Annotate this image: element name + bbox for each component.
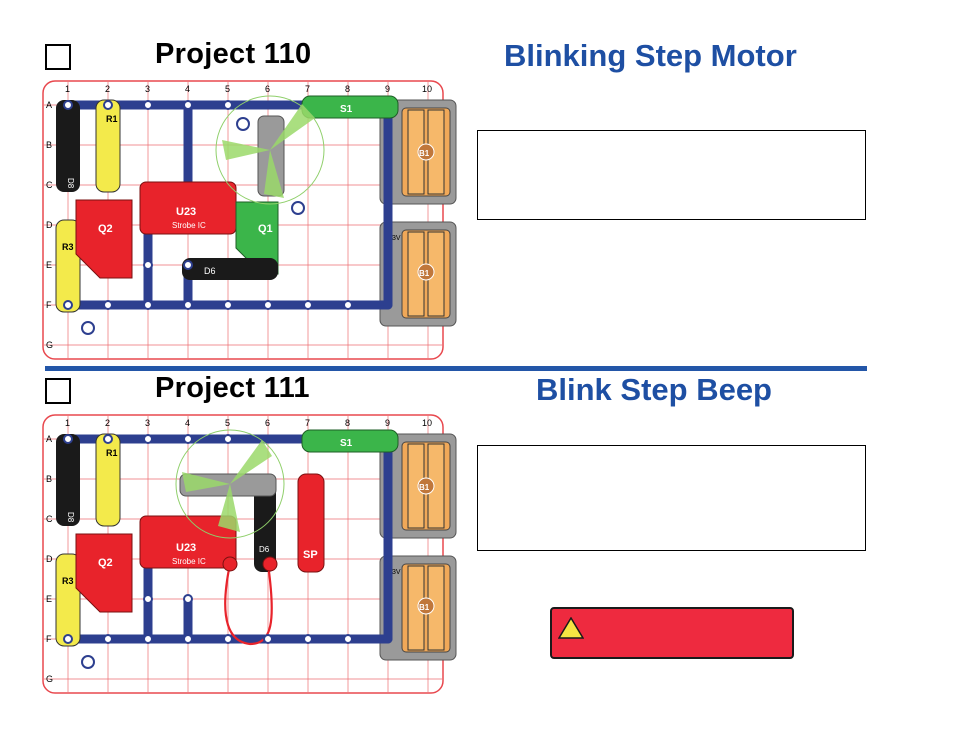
col-label: 2 <box>105 84 110 94</box>
svg-text:U23: U23 <box>176 206 196 218</box>
row-label: F <box>46 300 52 310</box>
project-111-name: Blink Step Beep <box>536 372 772 407</box>
row-label: B <box>46 140 52 150</box>
svg-text:Strobe IC: Strobe IC <box>172 557 206 566</box>
svg-text:3V: 3V <box>392 235 401 242</box>
col-label: 4 <box>185 418 190 428</box>
col-label: 10 <box>422 418 432 428</box>
col-label: 8 <box>345 84 350 94</box>
led-d6 <box>254 474 276 572</box>
svg-text:B1: B1 <box>419 483 430 492</box>
svg-text:B1: B1 <box>419 603 430 612</box>
project-110-title: Project 110 <box>155 38 312 70</box>
battery-top: B1 <box>379 99 457 205</box>
row-label: A <box>46 100 52 110</box>
svg-text:R1: R1 <box>106 114 118 124</box>
svg-text:SP: SP <box>303 549 318 561</box>
led-d8 <box>56 434 80 526</box>
col-label: 1 <box>65 418 70 428</box>
svg-text:D6: D6 <box>204 266 216 276</box>
svg-text:3V: 3V <box>392 569 401 576</box>
svg-text:Q1: Q1 <box>258 223 273 235</box>
section-divider <box>45 366 867 371</box>
col-label: 9 <box>385 418 390 428</box>
row-label: C <box>46 514 53 524</box>
project-111-checkbox[interactable] <box>45 378 71 404</box>
svg-text:U23: U23 <box>176 542 196 554</box>
col-label: 6 <box>265 84 270 94</box>
led-d8 <box>56 100 80 192</box>
resistor-r3 <box>55 219 81 313</box>
strobe-ic-u23 <box>139 515 237 569</box>
col-label: 2 <box>105 418 110 428</box>
row-label: B <box>46 474 52 484</box>
col-label: 9 <box>385 84 390 94</box>
col-label: 8 <box>345 418 350 428</box>
resistor-r3 <box>55 553 81 647</box>
row-label: D <box>46 220 53 230</box>
led-d6 <box>182 258 278 280</box>
col-label: 5 <box>225 84 230 94</box>
col-label: 4 <box>185 84 190 94</box>
project-110-checkbox[interactable] <box>45 44 71 70</box>
svg-text:S1: S1 <box>340 104 353 115</box>
battery-bottom: B1 3V <box>379 555 457 661</box>
project-110-instructions-box <box>477 130 866 220</box>
warning-banner <box>550 607 794 659</box>
row-label: G <box>46 674 53 684</box>
transistor-q2 <box>75 533 133 613</box>
svg-text:Q2: Q2 <box>98 223 113 235</box>
col-label: 7 <box>305 418 310 428</box>
battery-top: B1 <box>379 433 457 539</box>
jumper-wire <box>224 563 273 646</box>
svg-text:D6: D6 <box>259 545 270 554</box>
project-110-name: Blinking Step Motor <box>504 38 797 73</box>
svg-text:B1: B1 <box>419 149 430 158</box>
speaker-sp <box>297 473 325 573</box>
svg-text:D8: D8 <box>66 512 75 523</box>
row-label: G <box>46 340 53 350</box>
project-111-circuit-diagram: 1 2 3 4 5 6 7 8 9 10 A B C D E F G B1 B1… <box>42 414 457 694</box>
slide-switch-s1 <box>301 429 399 453</box>
transistor-q2 <box>75 199 133 279</box>
svg-text:Q2: Q2 <box>98 557 113 569</box>
fan-blade <box>222 104 315 198</box>
row-label: C <box>46 180 53 190</box>
col-label: 7 <box>305 84 310 94</box>
row-label: A <box>46 434 52 444</box>
col-label: 10 <box>422 84 432 94</box>
col-label: 6 <box>265 418 270 428</box>
project-111-instructions-box <box>477 445 866 551</box>
fan-blade <box>182 440 272 532</box>
project-111-title: Project 111 <box>155 372 310 404</box>
col-label: 3 <box>145 418 150 428</box>
col-label: 1 <box>65 84 70 94</box>
svg-text:B1: B1 <box>419 269 430 278</box>
row-label: E <box>46 260 52 270</box>
row-label: E <box>46 594 52 604</box>
row-label: D <box>46 554 53 564</box>
svg-text:R1: R1 <box>106 448 118 458</box>
svg-text:R3: R3 <box>62 242 74 252</box>
col-label: 5 <box>225 418 230 428</box>
row-label: F <box>46 634 52 644</box>
svg-text:R3: R3 <box>62 576 74 586</box>
warning-triangle-icon <box>558 617 584 639</box>
project-110-circuit-diagram: 1 2 3 4 5 6 7 8 9 10 A B C D E F G B1 B1… <box>42 80 457 360</box>
col-label: 3 <box>145 84 150 94</box>
battery-bottom: B1 3V <box>379 221 457 327</box>
svg-text:Strobe IC: Strobe IC <box>172 221 206 230</box>
svg-text:D8: D8 <box>66 178 75 189</box>
svg-text:S1: S1 <box>340 438 353 449</box>
